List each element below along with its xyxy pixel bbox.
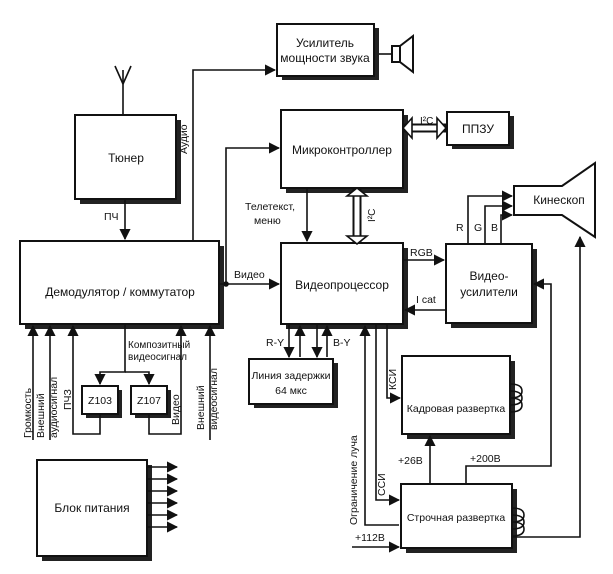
speaker-icon — [377, 33, 414, 75]
beam-limit-label: Ограничение луча — [348, 435, 360, 525]
tuner-label: Тюнер — [108, 151, 144, 165]
videoprocessor-block: Видеопроцессор — [280, 242, 408, 329]
by-label: B-Y — [333, 337, 351, 349]
antenna-icon — [114, 65, 132, 115]
volume-label: Громкость — [22, 387, 34, 438]
kinescope-icon: Кинескоп — [513, 161, 596, 239]
composite-label-1: Композитный — [128, 340, 190, 351]
videoamp-label-1: Видео- — [469, 269, 508, 283]
z107-block: Z107 — [130, 385, 171, 418]
ext-audio-label-1: Внешний — [35, 393, 47, 438]
demodulator-label: Демодулятор / коммутатор — [45, 285, 195, 299]
frame-scan-label: Кадровая развертка — [407, 403, 506, 415]
microcontroller-label: Микроконтроллер — [292, 143, 392, 157]
ssi-label: ССИ — [376, 473, 388, 496]
connections — [27, 64, 586, 553]
v200-label: +200В — [470, 453, 501, 465]
i2c-horizontal-label: I²C — [420, 116, 433, 127]
z103-block: Z103 — [81, 385, 122, 418]
amplifier-label-1: Усилитель — [296, 36, 354, 50]
v112-label: +112В — [355, 532, 385, 544]
signal-labels: Аудио ПЧ Телетекст, меню I²C I²C Видео R… — [22, 116, 501, 544]
eeprom-block: ППЗУ — [446, 111, 514, 149]
pchz-label: ПЧЗ — [62, 389, 74, 410]
ry-label: R-Y — [266, 337, 284, 349]
amplifier-label-2: мощности звука — [280, 51, 370, 65]
power-supply-block: Блок питания — [36, 459, 152, 561]
b-label: B — [491, 222, 498, 234]
line-coil-icon — [511, 507, 525, 537]
rgb-label: RGB — [410, 247, 433, 259]
teletext-label-1: Телетекст, — [245, 201, 295, 213]
video-in-label: Видео — [234, 269, 265, 281]
pch-label: ПЧ — [104, 211, 119, 223]
i2c-vertical-label: I²C — [367, 209, 378, 222]
icat-label: I cat — [416, 294, 436, 306]
delay-line-label-1: Линия задержки — [252, 370, 331, 382]
g-label: G — [474, 222, 482, 234]
delay-line-block: Линия задержки 64 мкс — [248, 358, 338, 408]
ext-audio-label-2: аудиосигнал — [48, 377, 60, 438]
videoamp-label-2: усилители — [460, 285, 518, 299]
ksi-label: КСИ — [387, 369, 399, 390]
power-supply-label: Блок питания — [54, 501, 129, 515]
teletext-label-2: меню — [254, 215, 281, 227]
kinescope-label: Кинескоп — [533, 193, 585, 207]
ext-video-label-2: видеосигнал — [208, 368, 220, 430]
video-out-label: Видео — [170, 394, 182, 425]
tuner-block: Тюнер — [74, 114, 181, 204]
frame-coil-icon — [509, 383, 523, 413]
line-scan-label: Строчная развертка — [407, 512, 505, 524]
composite-label-2: видеосигнал — [128, 352, 187, 363]
v26-label: +26В — [398, 455, 423, 467]
line-scan-block: Строчная развертка — [400, 483, 517, 553]
z107-label: Z107 — [137, 395, 161, 407]
z103-label: Z103 — [88, 395, 112, 407]
demodulator-block: Демодулятор / коммутатор — [19, 240, 224, 329]
microcontroller-block: Микроконтроллер — [280, 109, 408, 193]
videoprocessor-label: Видеопроцессор — [295, 278, 389, 292]
audio-label: Аудио — [178, 124, 190, 154]
eeprom-label: ППЗУ — [462, 122, 494, 136]
videoamp-block: Видео- усилители — [445, 243, 537, 328]
r-label: R — [456, 222, 464, 234]
amplifier-block: Усилитель мощности звука — [276, 23, 379, 80]
frame-scan-block: Кадровая развертка — [401, 355, 515, 439]
ext-video-label-1: Внешний — [195, 385, 207, 430]
delay-line-label-2: 64 мкс — [275, 385, 307, 397]
